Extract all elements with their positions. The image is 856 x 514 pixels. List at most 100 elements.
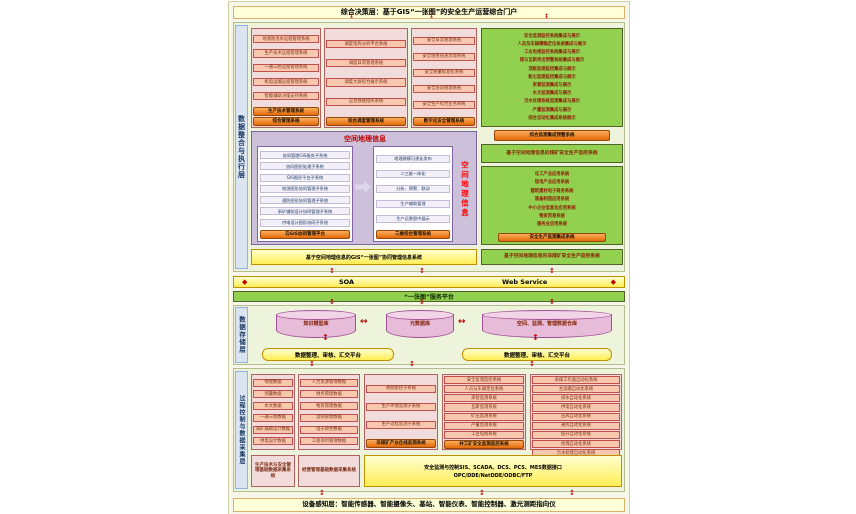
storage-layer-label: 数据存储层	[235, 307, 248, 363]
system-button: 数字化安全管理系统	[413, 116, 475, 126]
web-service-label: Web Service	[502, 278, 548, 286]
data-list: 采煤工作面自动化系统主运输自动化系统排水自动化系统供电自动化系统压风自动化系统通…	[532, 376, 620, 458]
system-item: 应急救援指挥系统	[326, 97, 406, 106]
soa-label: SOA	[339, 278, 355, 286]
data-item: 采矿辅助设计数据	[253, 425, 293, 434]
up-down-arrow-icon: ↕	[322, 333, 329, 342]
data-item: 运销管理数据	[300, 413, 358, 422]
data-exchange-platform-bar: 数据整理、审核、汇交平台	[262, 348, 394, 361]
up-down-arrow-icon: ↕	[479, 489, 485, 497]
industry-item: 中小企业信息化应用系统	[528, 205, 576, 211]
db-cylinder-warehouse: 空间、监测、管理数据仓库	[482, 310, 612, 338]
system-item: 智能辅助决策支持系统	[253, 92, 319, 101]
system-item: 调度指挥分析平台系统	[326, 40, 406, 49]
system-item: 一通三防远程管理系统	[253, 63, 319, 72]
system-item: 调度大屏综合展示系统	[326, 78, 406, 87]
device-perception-banner: 设备感知层：智能传感器、智能摄像头、基站、智能仪表、智能控制器、激光测距指向仪	[233, 498, 625, 512]
left-right-arrow-icon: ↔	[360, 317, 368, 327]
diamond-icon: ◆	[242, 278, 248, 286]
base-collection-label: 生产技术与安全管理基础数据采集系统	[255, 462, 291, 479]
spatial-info-side-label: 空间地理信息	[460, 160, 470, 218]
gis-function-item: 分析、预警、联动	[376, 184, 450, 193]
noncoal-online-monitoring-button: 非煤矿产业在线监测系统	[366, 438, 436, 448]
panel-industry-applications: 化工产业应用系统铝电产业应用系统建筑建材电子商务系统装备制造应用系统中小企业信息…	[481, 166, 623, 245]
left-right-arrow-icon: ↔	[458, 317, 466, 327]
monitor-item: 人员及车辆精确定位系统集成与展示	[517, 42, 587, 48]
gis-function-list: 地理建模可视化发布二三维一体化分析、预警、联动生产辅助管理生产远景图中展示	[376, 149, 450, 229]
system-button: 综合管理系统	[253, 116, 319, 126]
data-item: 瓦斯监测系统	[444, 403, 524, 412]
gis-subsystem-item: 地测图形协同管理子系统	[260, 184, 350, 193]
data-item: 地理数据	[253, 378, 293, 387]
coal-monitoring-bar: 基于空间地理信息的煤矿安全生产监控系统	[481, 144, 623, 163]
panel-video-monitoring: 视频监控子系统生产环境监测子系统生产过程监测子系统 非煤矿产业在线监测系统	[364, 374, 438, 450]
gis-subsystem-item: 供电设计图形协同子系统	[260, 218, 350, 227]
interface-line2: OPC/DDE/NetDDE/ODBC/FTP	[453, 472, 533, 479]
up-down-arrow-icon: ↕	[419, 267, 425, 275]
decision-layer-banner: 综合决策层：基于GIS“一张图”的安全生产运营综合门户	[233, 6, 625, 19]
system-list: 地测防治水远程管理系统生产技术远程管理系统一通三防远程管理系统机电运输远程管理系…	[253, 30, 319, 106]
system-item: 调度日常管理系统	[326, 59, 406, 68]
data-item: 水文数据	[253, 402, 293, 411]
cylinder-top	[482, 310, 612, 320]
data-item: 束管监测系统	[444, 394, 524, 403]
monitor-item: 安全监测监控系统集成与展示	[524, 33, 580, 39]
system-item: 安全质量标准化系统	[413, 68, 475, 77]
system-item: 安全隐患排查治理系统	[413, 52, 475, 61]
panel-business-data: 人力资源管理数据财务管理数据物资管理数据运销管理数据电子政务数据工程项目管理数据	[298, 374, 360, 450]
data-item: 生产过程监测子系统	[366, 420, 436, 429]
system-list: 安全日常管理系统安全隐患排查治理系统安全质量标准化系统安全培训管理系统安全生产综…	[413, 30, 475, 116]
industry-item: 装备制造应用系统	[534, 197, 570, 203]
data-item: 电子政务数据	[300, 425, 358, 434]
data-item: 财务管理数据	[300, 390, 358, 399]
gis-box-title: 空间地理信息	[344, 135, 386, 143]
panel-geo-data: 地理数据测量数据水文数据一通三防数据采矿辅助设计数据供电设计数据	[251, 374, 295, 450]
db-label: 知识模型库	[303, 321, 329, 327]
interface-line1: 安全监测与控制SIS、SCADA、DCS、PCS、MES数据接口	[424, 464, 562, 471]
up-down-arrow-icon: ↕	[329, 267, 335, 275]
base-collection-label: 经营管理基础数据采集系统	[302, 468, 356, 474]
industry-item: 化工产业应用系统	[534, 172, 570, 178]
db-cylinder-knowledge: 知识模型库	[276, 310, 356, 338]
data-list: 地理数据测量数据水文数据一通三防数据采矿辅助设计数据供电设计数据	[253, 376, 293, 448]
gis-subsystem-item: 协同图形处理子系统	[260, 162, 350, 171]
data-item: 生产环境监测子系统	[366, 402, 436, 411]
system-item: 安全生产综合业务系统	[413, 100, 475, 109]
data-item: 产量监测系统	[444, 421, 524, 430]
data-item: 工业电视系统	[444, 430, 524, 440]
data-item: 矿压监测系统	[444, 412, 524, 421]
system-item: 地测防治水远程管理系统	[253, 35, 319, 44]
up-down-arrow-icon: ↕	[569, 489, 575, 497]
integration-layer-label: 数据整合与执行层	[235, 25, 248, 269]
db-cylinder-metadata: 元数据库	[386, 310, 454, 338]
system-button-list: 数字化安全管理系统	[413, 116, 475, 126]
industry-item: 物资贸易系统	[539, 213, 565, 219]
data-item: 人力资源管理数据	[300, 378, 358, 387]
industry-list: 化工产业应用系统铝电产业应用系统建筑建材电子商务系统装备制造应用系统中小企业信息…	[484, 169, 620, 231]
data-item: 工程项目管理数据	[300, 437, 358, 446]
system-item: 机电运输远程管理系统	[253, 78, 319, 87]
flow-arrow-icon	[355, 181, 371, 193]
system-item: 安全日常管理系统	[413, 36, 475, 45]
layer-process-control: 过程控制与数据采集层 地理数据测量数据水文数据一通三防数据采矿辅助设计数据供电设…	[233, 368, 625, 492]
industry-item: 建筑建材电子商务系统	[530, 188, 574, 194]
onemap-service-platform-bar: “一张图”服务平台	[233, 291, 625, 302]
up-down-arrow-icon: ↕	[329, 298, 335, 306]
data-item: 测量数据	[253, 390, 293, 399]
data-item: 人员与车辆定位系统	[444, 385, 524, 394]
gis-subsystem-item: 通防图形协同管理子系统	[260, 196, 350, 205]
gis-subsystem-item: GIS图形平台子系统	[260, 173, 350, 182]
gis-subsystem-item: 采矿辅助设计协同管理子系统	[260, 207, 350, 216]
monitor-item: 顶板监测监控集成与展示	[528, 66, 576, 72]
data-interface-bar: 安全监测与控制SIS、SCADA、DCS、PCS、MES数据接口 OPC/DDE…	[364, 455, 622, 487]
monitor-item: 综合自动化集成系统展示	[528, 115, 576, 121]
process-layer-label: 过程控制与数据采集层	[235, 371, 248, 489]
data-item: 压风自动化系统	[532, 412, 620, 421]
panel-automation: 采煤工作面自动化系统主运输自动化系统排水自动化系统供电自动化系统压风自动化系统通…	[530, 374, 622, 468]
data-item: 通风自动化系统	[532, 421, 620, 430]
layer-data-integration: 数据整合与执行层 地测防治水远程管理系统生产技术远程管理系统一通三防远程管理系统…	[233, 22, 625, 272]
up-down-arrow-icon: ↕	[309, 360, 315, 368]
monitor-item: 污水处理系统监测集成与展示	[524, 99, 580, 105]
